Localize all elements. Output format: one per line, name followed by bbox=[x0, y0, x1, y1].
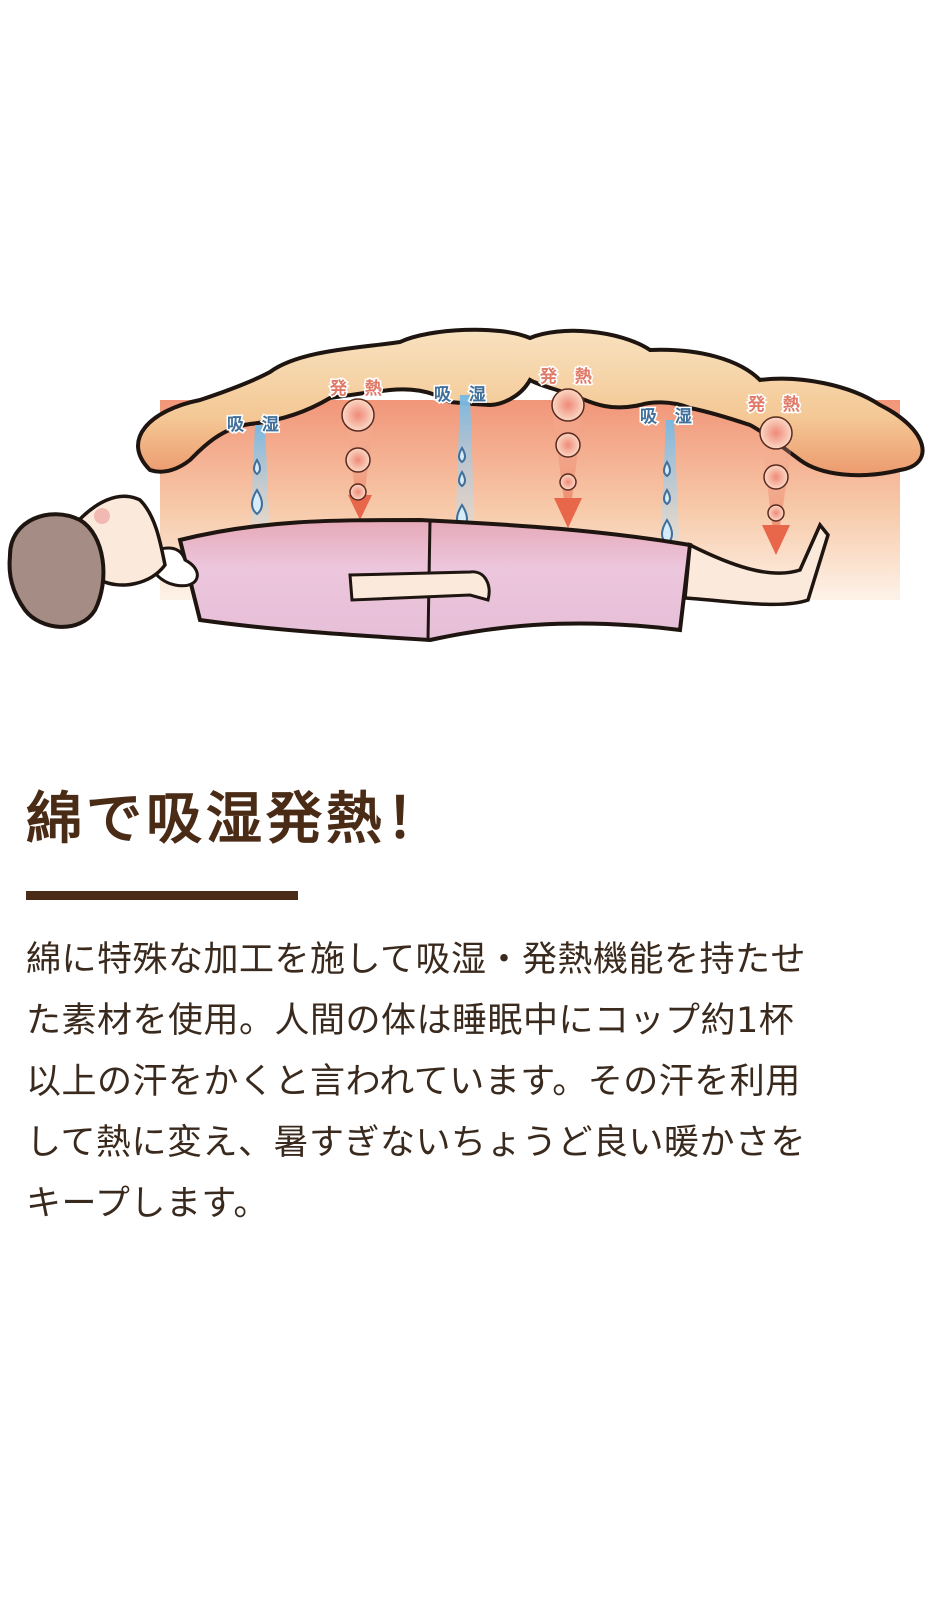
body-line: 綿に特殊な加工を施して吸湿・発熱機能を持たせ bbox=[26, 940, 806, 980]
body-line: た素材を使用。人間の体は睡眠中にコップ約1杯 bbox=[26, 1001, 795, 1041]
label-heat-2: 発 熱 bbox=[539, 366, 598, 387]
futon-illustration: 吸 湿 発 熱 吸 湿 発 熱 吸 湿 発 熱 bbox=[0, 320, 949, 660]
label-moisture-2: 吸 湿 bbox=[434, 385, 492, 405]
futon bbox=[136, 327, 925, 478]
heat-puffs bbox=[341, 388, 793, 522]
body-line: キープします。 bbox=[26, 1184, 269, 1224]
label-heat-3: 発 熱 bbox=[747, 394, 806, 415]
body-line: 以上の汗をかくと言われています。その汗を利用 bbox=[26, 1062, 801, 1102]
label-heat-1: 発 熱 bbox=[329, 378, 388, 399]
arm bbox=[348, 570, 491, 602]
legs bbox=[683, 521, 830, 607]
label-moisture-1: 吸 湿 bbox=[227, 415, 285, 435]
hair bbox=[7, 512, 106, 629]
label-moisture-3: 吸 湿 bbox=[640, 407, 698, 427]
heading-underline bbox=[26, 891, 298, 900]
section-heading: 綿で吸湿発熱！ bbox=[26, 787, 446, 852]
body-line: して熱に変え、暑すぎないちょうど良い暖かさを bbox=[26, 1123, 806, 1163]
section-body: 綿に特殊な加工を施して吸湿・発熱機能を持たせ た素材を使用。人間の体は睡眠中にコ… bbox=[26, 930, 916, 1235]
